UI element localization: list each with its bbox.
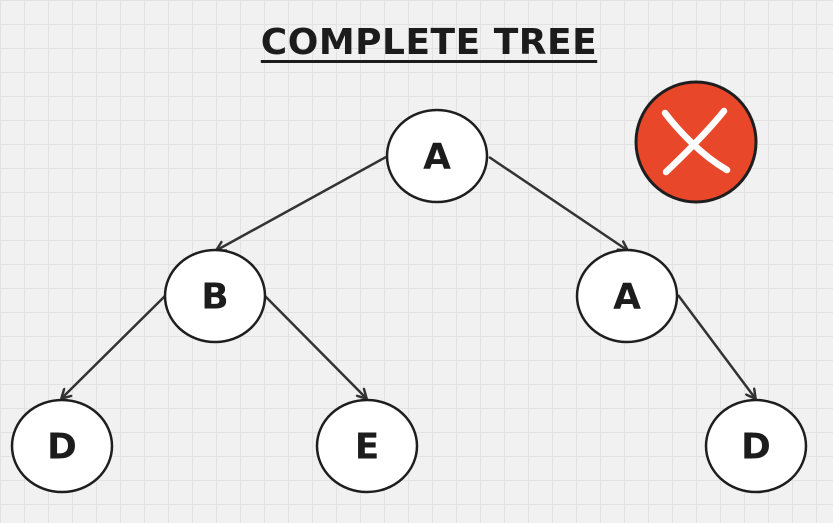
node-circle (163, 248, 267, 344)
diagram-title: COMPLETE TREE (260, 22, 598, 63)
tree-node-right-right: D (704, 398, 808, 494)
node-label: B (201, 277, 228, 318)
nodes: A B A D E D (10, 108, 808, 494)
node-circle (385, 108, 489, 204)
edge-left-to-left-right (263, 294, 366, 398)
edge-root-to-right (488, 155, 627, 250)
node-label: D (47, 427, 77, 468)
tree-node-root: A (385, 108, 489, 204)
node-label: D (741, 427, 771, 468)
tree-node-left: B (163, 248, 267, 344)
tree-node-left-right: E (315, 398, 419, 494)
tree-node-left-left: D (10, 398, 114, 494)
node-circle (704, 398, 808, 494)
node-label: E (355, 427, 380, 468)
edge-right-to-right-right (676, 294, 755, 398)
edge-left-to-left-left (62, 294, 167, 398)
node-circle (315, 398, 419, 494)
node-label: A (613, 277, 641, 318)
incorrect-mark (634, 80, 758, 204)
node-label: A (423, 137, 451, 178)
edge-root-to-left (217, 155, 387, 250)
edges (62, 155, 755, 398)
node-circle (10, 398, 114, 494)
tree-node-right: A (575, 248, 679, 344)
node-circle (575, 248, 679, 344)
cross-icon (661, 107, 731, 176)
